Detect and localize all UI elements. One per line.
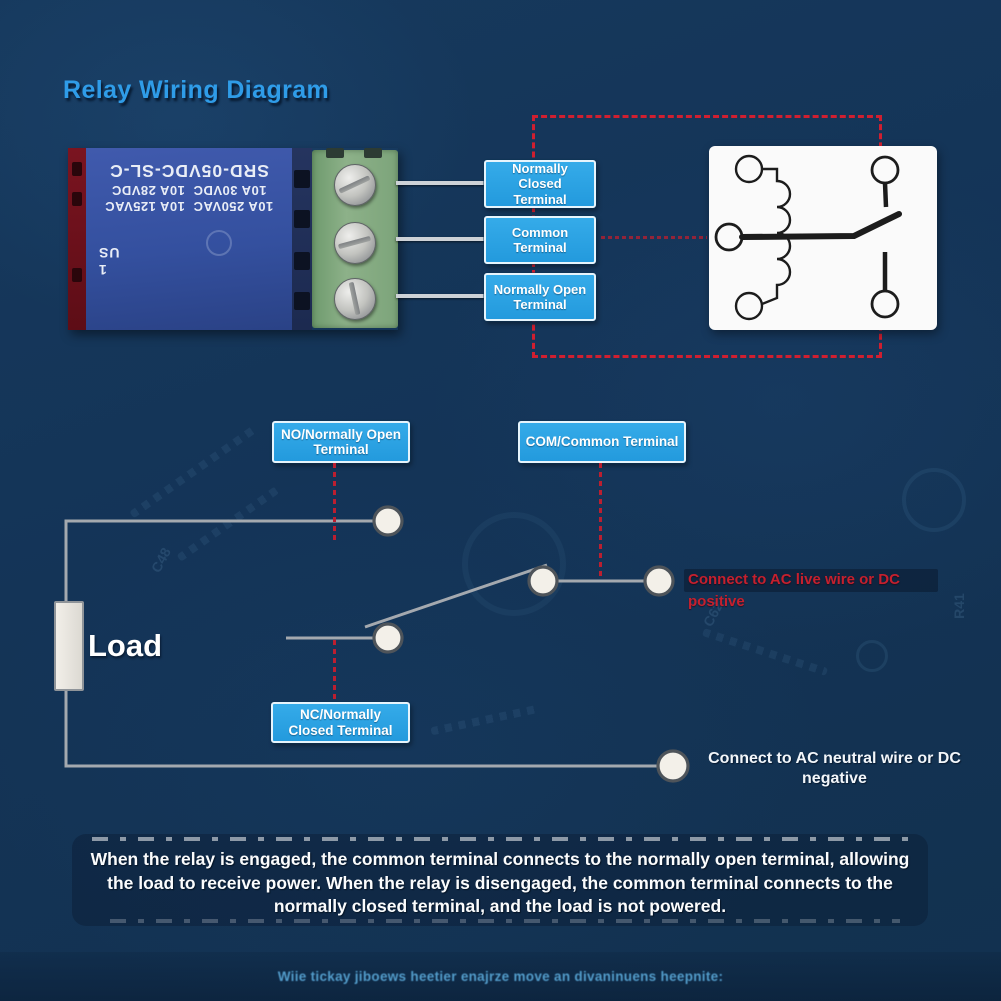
label-com-common: COM/Common Terminal: [518, 421, 686, 463]
load-to-no-wire: [64, 519, 374, 602]
switch-arm-wire: [364, 563, 548, 629]
relay-pin: [294, 170, 310, 188]
footer-band: [0, 952, 1001, 1001]
relay-emboss-circle: [206, 230, 232, 256]
description-panel: [72, 834, 928, 926]
com-label-dotted-line: [599, 463, 602, 576]
relay-pin: [294, 252, 310, 270]
label-common-terminal: Common Terminal: [484, 216, 596, 264]
neutral-connection-text: Connect to AC neutral wire or DC negativ…: [708, 750, 961, 787]
description-text: When the relay is engaged, the common te…: [90, 849, 910, 916]
terminal-block-notch: [326, 148, 344, 158]
terminal-screw-com: [334, 222, 376, 264]
link-line-com: [396, 237, 486, 241]
terminal-block: [312, 148, 398, 328]
coil-terminal-bottom-icon: [734, 291, 764, 321]
ghost-dash-artifact-bottom: [110, 919, 900, 923]
terminal-screw-no: [334, 278, 376, 320]
terminal-screw-nc: [334, 164, 376, 206]
relay-red-side-strip: [68, 148, 86, 330]
label-normally-open-terminal: Normally Open Terminal: [484, 273, 596, 321]
live-terminal-circle: [643, 565, 675, 597]
relay-pin: [294, 210, 310, 228]
neutral-terminal-circle: [656, 749, 690, 783]
upper-contact-lead: [882, 182, 889, 208]
relay-schematic-drawing: [714, 154, 902, 321]
label-no-normally-open: NO/Normally Open Terminal: [272, 421, 410, 463]
relay-blue-body: 1 US 10A 250VAC 10A 125VAC 10A 30VDC 10A…: [86, 148, 292, 330]
coil-icon: [761, 167, 792, 306]
page-title: Relay Wiring Diagram: [63, 76, 330, 104]
terminal-block-notch: [364, 148, 382, 158]
relay-schematic-box: [709, 146, 937, 330]
no-terminal-circle: [372, 505, 404, 537]
com-terminal-circle: [527, 565, 559, 597]
relay-module-photo: 1 US 10A 250VAC 10A 125VAC 10A 30VDC 10A…: [68, 148, 398, 330]
ghost-dash-artifact-top: [92, 837, 910, 841]
relay-pin-strip: [292, 148, 312, 330]
switch-arm: [739, 211, 902, 240]
nc-label-dotted-line: [333, 640, 336, 702]
no-label-dotted-line: [333, 463, 336, 543]
footer-note: Wiie tickay jiboews heetier enajrze move…: [277, 969, 724, 984]
link-line-no: [396, 294, 486, 298]
live-text-band: Connect to AC live wire or DC positive: [684, 569, 938, 610]
load-to-neutral-wire: [64, 687, 657, 768]
link-line-nc: [396, 181, 486, 185]
relay-pin: [294, 292, 310, 310]
load-symbol: [54, 601, 84, 691]
live-connection-text: Connect to AC live wire or DC positive: [688, 571, 900, 610]
label-nc-normally-closed: NC/Normally Closed Terminal: [271, 702, 410, 743]
relay-strip-mark: [72, 192, 82, 206]
common-to-schematic-dotted-line: [601, 236, 707, 239]
relay-strip-mark: [72, 162, 82, 176]
nc-terminal-circle: [372, 622, 404, 654]
load-label: Load: [88, 628, 163, 663]
relay-strip-mark: [72, 268, 82, 282]
label-normally-closed-terminal: Normally Closed Terminal: [484, 160, 596, 208]
